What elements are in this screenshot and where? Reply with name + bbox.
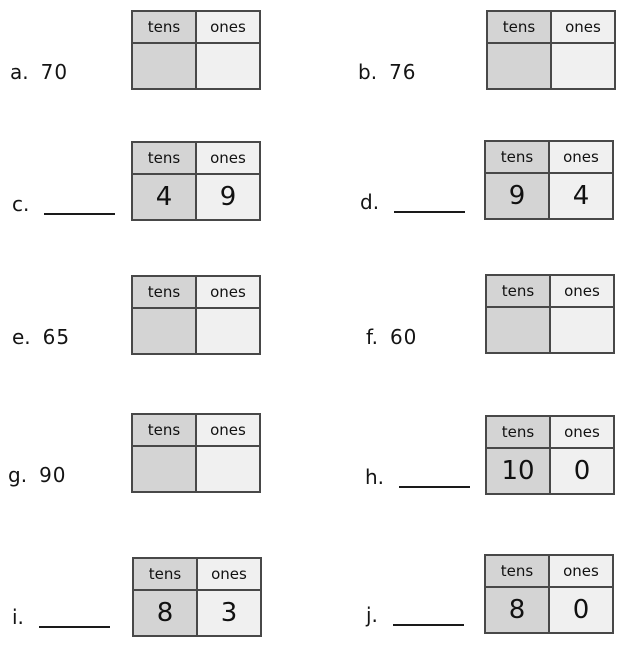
tens-cell[interactable]	[131, 445, 197, 493]
place-value-table-d: tens ones 9 4	[484, 140, 614, 220]
tens-cell: 8	[484, 586, 550, 634]
place-value-table-b: tens ones	[486, 10, 616, 90]
ones-header: ones	[549, 274, 615, 308]
problem-number: 60	[389, 325, 418, 349]
tens-header: tens	[485, 415, 551, 449]
problem-letter: f.	[366, 325, 378, 349]
ones-cell: 9	[195, 173, 261, 221]
tens-header: tens	[486, 10, 552, 44]
tens-cell[interactable]	[485, 306, 551, 354]
place-value-table-j: tens ones 8 0	[484, 554, 614, 634]
tens-header: tens	[131, 141, 197, 175]
place-value-table-a: tens ones	[131, 10, 261, 90]
tens-cell: 4	[131, 173, 197, 221]
ones-cell[interactable]	[195, 445, 261, 493]
place-value-table-i: tens ones 8 3	[132, 557, 262, 637]
tens-cell[interactable]	[131, 42, 197, 90]
ones-cell[interactable]	[550, 42, 616, 90]
problem-letter: h.	[365, 465, 385, 489]
problem-number: 76	[389, 60, 417, 84]
place-value-table-e: tens ones	[131, 275, 261, 355]
tens-header: tens	[484, 140, 550, 174]
problem-letter: a.	[10, 60, 29, 84]
problem-label-c: c.	[12, 192, 116, 216]
ones-header: ones	[195, 413, 261, 447]
problem-label-d: d.	[360, 190, 466, 214]
problem-letter: d.	[360, 190, 380, 214]
tens-cell: 9	[484, 172, 550, 220]
place-value-table-c: tens ones 4 9	[131, 141, 261, 221]
tens-header: tens	[131, 10, 197, 44]
problem-number: 65	[42, 325, 71, 349]
ones-cell[interactable]	[195, 307, 261, 355]
problem-letter: b.	[358, 60, 378, 84]
problem-number: 70	[40, 60, 69, 84]
ones-cell: 0	[549, 447, 615, 495]
problem-label-f: f. 60	[366, 325, 417, 349]
ones-header: ones	[548, 554, 614, 588]
problem-label-e: e. 65	[12, 325, 70, 349]
problem-number: 90	[39, 463, 67, 487]
problem-letter: g.	[8, 463, 28, 487]
tens-header: tens	[132, 557, 198, 591]
problem-label-i: i.	[12, 605, 110, 629]
tens-header: tens	[484, 554, 550, 588]
ones-header: ones	[195, 275, 261, 309]
problem-label-h: h.	[365, 465, 471, 489]
problem-label-a: a. 70	[10, 60, 68, 84]
ones-header: ones	[549, 415, 615, 449]
ones-header: ones	[195, 141, 261, 175]
place-value-table-f: tens ones	[485, 274, 615, 354]
answer-blank[interactable]	[38, 605, 110, 628]
problem-letter: c.	[12, 192, 30, 216]
ones-header: ones	[550, 10, 616, 44]
ones-header: ones	[548, 140, 614, 174]
problem-letter: j.	[366, 603, 378, 627]
ones-cell[interactable]	[195, 42, 261, 90]
tens-cell: 10	[485, 447, 551, 495]
tens-header: tens	[131, 413, 197, 447]
answer-blank[interactable]	[399, 465, 471, 488]
ones-cell: 0	[548, 586, 614, 634]
tens-cell[interactable]	[131, 307, 197, 355]
answer-blank[interactable]	[392, 603, 464, 626]
problem-letter: i.	[12, 605, 24, 629]
ones-cell: 4	[548, 172, 614, 220]
tens-header: tens	[485, 274, 551, 308]
tens-header: tens	[131, 275, 197, 309]
ones-header: ones	[196, 557, 262, 591]
problem-label-b: b. 76	[358, 60, 417, 84]
problem-letter: e.	[12, 325, 31, 349]
ones-header: ones	[195, 10, 261, 44]
answer-blank[interactable]	[394, 190, 466, 213]
problem-label-j: j.	[366, 603, 464, 627]
place-value-table-g: tens ones	[131, 413, 261, 493]
tens-cell[interactable]	[486, 42, 552, 90]
answer-blank[interactable]	[44, 192, 116, 215]
place-value-table-h: tens ones 10 0	[485, 415, 615, 495]
ones-cell: 3	[196, 589, 262, 637]
tens-cell: 8	[132, 589, 198, 637]
ones-cell[interactable]	[549, 306, 615, 354]
problem-label-g: g. 90	[8, 463, 67, 487]
